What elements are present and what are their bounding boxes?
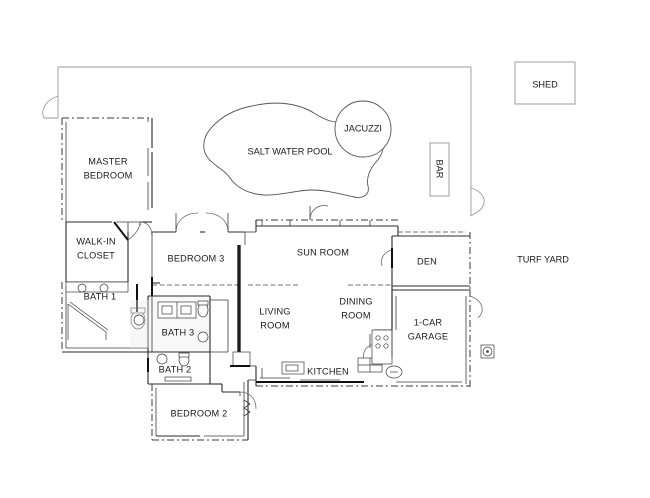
bath-1-walls <box>61 281 153 353</box>
label-master-bedroom-line2: BEDROOM <box>84 170 133 180</box>
room-labels-layer: MASTER BEDROOM WALK-IN CLOSET BATH 1 BAT… <box>76 156 448 418</box>
property-boundary <box>42 66 485 217</box>
kitchen-walls-fixtures <box>255 329 470 387</box>
label-bedroom-2: BEDROOM 2 <box>171 408 228 418</box>
shed-structure <box>514 61 576 105</box>
label-walk-in-closet-line2: CLOSET <box>77 250 115 260</box>
den-walls <box>381 231 471 290</box>
label-kitchen: KITCHEN <box>307 366 349 376</box>
bedroom-2-walls <box>151 380 257 441</box>
label-shed: SHED <box>532 79 558 89</box>
outdoor-labels-layer: SALT WATER POOL JACUZZI BAR SHED TURF YA… <box>248 79 570 264</box>
label-garage-line1: 1-CAR <box>414 317 443 327</box>
label-master-bedroom-line1: MASTER <box>88 156 128 166</box>
garage-walls <box>391 289 495 390</box>
label-dining-room-line1: DINING <box>339 296 372 306</box>
label-salt-water-pool: SALT WATER POOL <box>248 146 333 156</box>
bath-2-walls <box>147 351 211 385</box>
sun-room-walls <box>245 205 399 286</box>
label-bath-2: BATH 2 <box>159 364 192 374</box>
bar-structure <box>429 142 450 197</box>
label-bath-1: BATH 1 <box>84 291 117 301</box>
label-jacuzzi: JACUZZI <box>344 123 382 133</box>
label-walk-in-closet-line1: WALK-IN <box>76 236 115 246</box>
living-room-walls <box>210 245 256 367</box>
label-living-room-line2: ROOM <box>260 320 289 330</box>
misc-walls <box>151 232 393 381</box>
label-den: DEN <box>417 256 437 266</box>
label-living-room-line1: LIVING <box>259 306 290 316</box>
label-bar: BAR <box>435 160 445 179</box>
bath-3-walls <box>130 295 211 384</box>
label-dining-room-line2: ROOM <box>341 310 370 320</box>
jacuzzi-shape <box>334 100 392 158</box>
label-sun-room: SUN ROOM <box>297 247 349 257</box>
master-bedroom-walls <box>61 117 153 223</box>
label-bedroom-3: BEDROOM 3 <box>168 253 225 263</box>
label-garage-line2: GARAGE <box>408 331 449 341</box>
label-bath-3: BATH 3 <box>162 327 195 337</box>
label-turf-yard: TURF YARD <box>517 254 569 264</box>
